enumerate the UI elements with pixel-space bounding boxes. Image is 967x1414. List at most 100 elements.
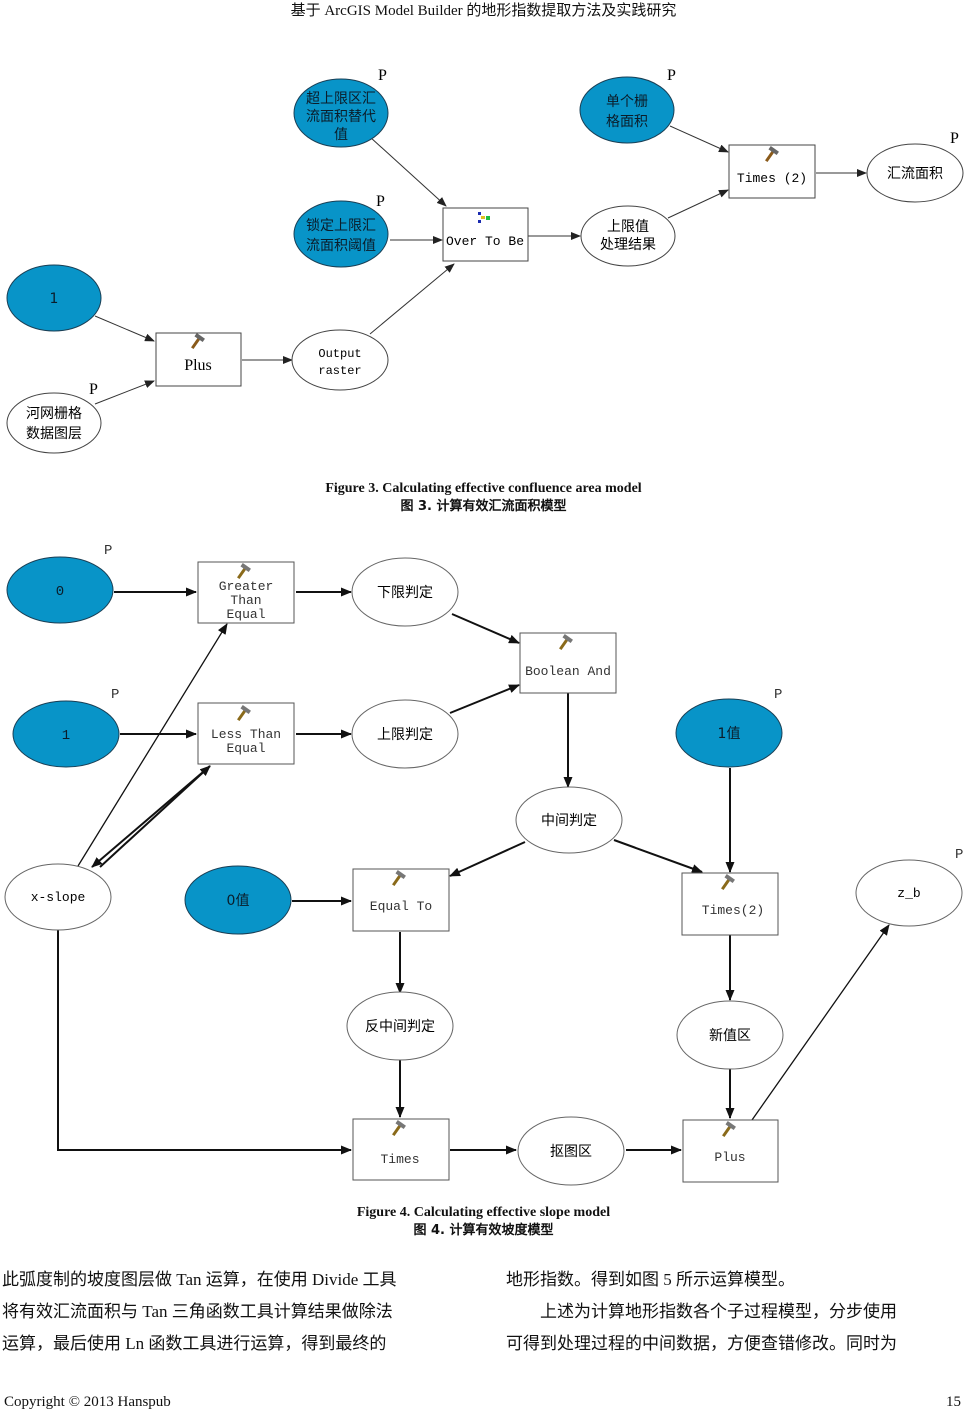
figure-4-diagram: P P P P 0 1 1值 0值 下限判定 上限判定 中间判定 x-slope… (4, 543, 963, 1186)
body-line: 地形指数。得到如图 5 所示运算模型。 (506, 1270, 795, 1289)
svg-text:超上限区汇流面积替代值: 超上限区汇流面积替代值 (306, 91, 376, 143)
copyright: Copyright © 2013 Hanspub (4, 1394, 171, 1410)
node-threshold: 锁定上限汇流面积阈值 (293, 200, 389, 268)
body-line: 上述为计算地形指数各个子过程模型，分步使用 (506, 1302, 897, 1321)
running-head: 基于 ArcGIS Model Builder 的地形指数提取方法及实践研究 (290, 3, 677, 19)
svg-text:下限判定: 下限判定 (377, 585, 433, 601)
edge (751, 924, 890, 1121)
node-new-zone: 新值区 (676, 1000, 784, 1070)
svg-text:上限值处理结果: 上限值处理结果 (600, 219, 656, 253)
node-x-slope: x-slope (4, 863, 112, 931)
node-upper-judge: 上限判定 (351, 699, 459, 769)
svg-text:抠图区: 抠图区 (550, 1144, 592, 1160)
body-left-column: 此弧度制的坡度图层做 Tan 运算，在使用 Divide 工具 将有效汇流面积与… (2, 1264, 462, 1360)
node-upper-result: 上限值处理结果 (580, 205, 676, 267)
figure-3-caption: Figure 3. Calculating effective confluen… (0, 480, 967, 516)
svg-text:Equal To: Equal To (370, 899, 432, 914)
svg-text:河网栅格数据图层: 河网栅格数据图层 (26, 406, 82, 442)
svg-text:Times: Times (380, 1152, 419, 1167)
edge (449, 841, 526, 877)
svg-text:0: 0 (56, 584, 64, 600)
tool-times-2: Times (2) (728, 144, 816, 199)
svg-text:锁定上限汇流面积阈值: 锁定上限汇流面积阈值 (306, 218, 376, 254)
parameter-marker: P (89, 381, 98, 398)
edge (667, 189, 729, 219)
svg-text:Plus: Plus (714, 1150, 745, 1165)
node-zero-value: 0值 (184, 865, 292, 935)
tool-times-2: Times(2) (681, 872, 779, 936)
parameter-marker: P (667, 67, 676, 84)
edge (369, 136, 447, 207)
svg-text:Over To Be: Over To Be (446, 234, 524, 249)
figure-3-diagram: P P P P P 超上限区汇流面积替代值 锁定上限汇流面积阈值 单个栅格面积 … (6, 67, 964, 454)
parameter-marker: P (104, 543, 112, 559)
node-clip-zone: 抠图区 (517, 1116, 625, 1186)
node-one-value: 1值 (675, 698, 783, 768)
edge (57, 928, 352, 1155)
tool-equal-to: Equal To (352, 868, 450, 932)
node-mid-judge: 中间判定 (515, 786, 623, 854)
node-one: 1 (6, 264, 102, 332)
body-line: 运算，最后使用 Ln 函数工具进行运算，得到最终的 (2, 1334, 387, 1353)
svg-text:反中间判定: 反中间判定 (365, 1019, 435, 1035)
edge (369, 263, 455, 335)
node-replace-value: 超上限区汇流面积替代值 (293, 78, 389, 148)
body-right-column: 地形指数。得到如图 5 所示运算模型。 上述为计算地形指数各个子过程模型，分步使… (506, 1264, 966, 1360)
svg-text:Plus: Plus (184, 357, 212, 374)
node-zero: 0 (6, 556, 114, 624)
figure-3-caption-zh: 图 3. 计算有效汇流面积模型 (400, 499, 567, 514)
node-flow-area: 汇流面积 (866, 143, 964, 203)
parameter-marker: P (955, 847, 963, 863)
svg-text:Times(2): Times(2) (702, 903, 764, 918)
body-line: 可得到处理过程的中间数据，方便查错修改。同时为 (506, 1334, 897, 1353)
body-line: 将有效汇流面积与 Tan 三角函数工具计算结果做除法 (2, 1302, 393, 1321)
edge (449, 684, 520, 714)
tool-over-to-be: Over To Be (442, 207, 529, 262)
body-line: 此弧度制的坡度图层做 Tan 运算，在使用 Divide 工具 (2, 1270, 397, 1289)
svg-text:0值: 0值 (227, 893, 250, 909)
page-number: 15 (946, 1394, 961, 1410)
figure-4-caption-en: Figure 4. Calculating effective slope mo… (356, 1205, 611, 1220)
edge (77, 623, 228, 867)
node-lower-judge: 下限判定 (351, 557, 459, 627)
edge (94, 380, 155, 405)
edge (613, 839, 703, 873)
edge (669, 125, 729, 153)
parameter-marker: P (950, 130, 959, 147)
parameter-marker: P (376, 193, 385, 210)
svg-text:单个栅格面积: 单个栅格面积 (606, 94, 648, 130)
svg-text:x-slope: x-slope (31, 890, 86, 905)
svg-text:1: 1 (62, 728, 70, 744)
svg-text:新值区: 新值区 (709, 1028, 751, 1044)
svg-text:Boolean And: Boolean And (525, 664, 611, 679)
parameter-marker: P (378, 67, 387, 84)
svg-text:Times (2): Times (2) (737, 171, 807, 186)
model-tool-icon (478, 212, 490, 223)
tool-plus: Plus (155, 332, 242, 387)
svg-text:上限判定: 上限判定 (377, 727, 433, 743)
node-one: 1 (12, 700, 120, 768)
figure-4-caption-zh: 图 4. 计算有效坡度模型 (413, 1223, 554, 1238)
node-z-b: z_b (855, 859, 963, 927)
parameter-marker: P (111, 687, 119, 703)
svg-text:z_b: z_b (897, 886, 920, 901)
parameter-marker: P (774, 687, 782, 703)
edge (94, 315, 155, 342)
node-river-layer: 河网栅格数据图层 (6, 392, 102, 454)
figure-4-caption: Figure 4. Calculating effective slope mo… (0, 1204, 967, 1240)
tool-plus: Plus (682, 1119, 779, 1183)
svg-text:1值: 1值 (718, 726, 741, 742)
edge (451, 613, 520, 644)
tool-times: Times (352, 1118, 450, 1181)
node-inv-mid-judge: 反中间判定 (346, 991, 454, 1061)
edge (91, 765, 211, 868)
node-cell-area: 单个栅格面积 (579, 76, 675, 144)
svg-text:汇流面积: 汇流面积 (887, 166, 943, 182)
svg-text:1: 1 (50, 291, 59, 307)
